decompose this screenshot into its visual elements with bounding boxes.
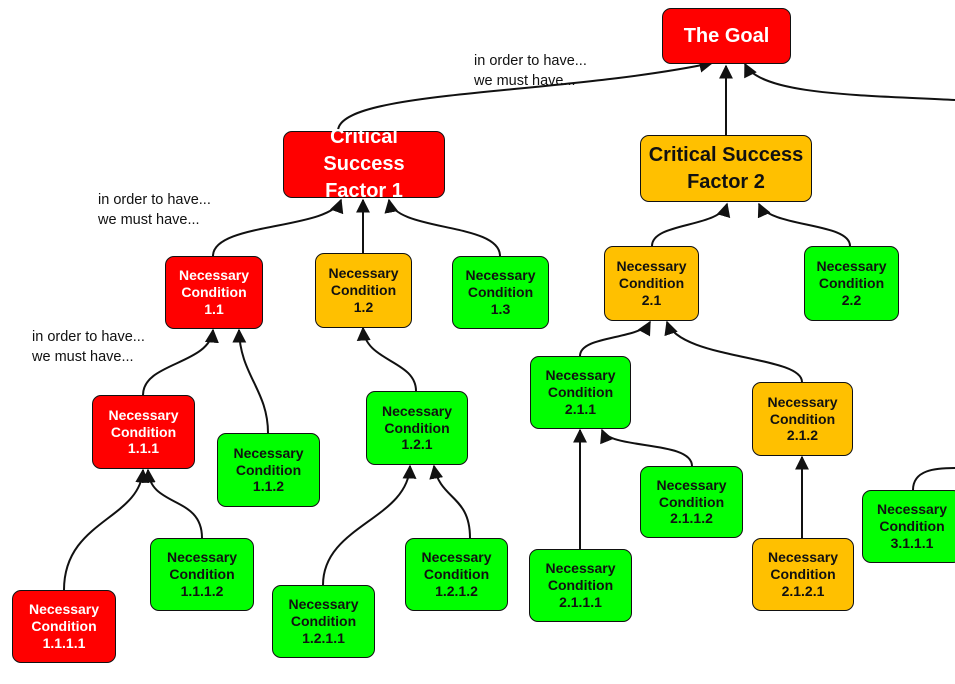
note-line: in order to have... bbox=[32, 329, 145, 345]
node-csf-1[interactable]: Critical Success Factor 1 bbox=[283, 126, 445, 202]
arrow-nc1-1-2-to-nc1-1 bbox=[232, 328, 269, 434]
node-nc-2-1-2-1[interactable]: Necessary Condition 2.1.2.1 bbox=[752, 538, 854, 611]
node-nc-1-1-1[interactable]: Necessary Condition 1.1.1 bbox=[92, 395, 195, 469]
arrow-csf1-to-goal bbox=[337, 58, 714, 132]
annotation-note: in order to have... we must have... bbox=[32, 327, 145, 367]
arrow-nc2-2-to-csf2 bbox=[757, 202, 851, 247]
arrow-nc1-2-1-1-to-nc1-2-1 bbox=[322, 464, 417, 586]
annotation-note: in order to have... we must have... bbox=[98, 190, 211, 230]
node-nc-1-2[interactable]: Necessary Condition 1.2 bbox=[315, 253, 412, 328]
node-nc-2-1-1-1[interactable]: Necessary Condition 2.1.1.1 bbox=[529, 549, 632, 622]
arrow-nc2-1-to-csf2 bbox=[651, 202, 731, 247]
line-nc3-1-1-1-offscreen bbox=[912, 467, 955, 491]
node-nc-1-2-1-1[interactable]: Necessary Condition 1.2.1.1 bbox=[272, 585, 375, 658]
node-nc-1-2-1[interactable]: Necessary Condition 1.2.1 bbox=[366, 391, 468, 465]
node-nc-2-1-2[interactable]: Necessary Condition 2.1.2 bbox=[752, 382, 853, 456]
arrow-nc2-1-1-to-nc2-1 bbox=[579, 320, 651, 357]
node-nc-1-1-1-1[interactable]: Necessary Condition 1.1.1.1 bbox=[12, 590, 116, 663]
arrow-offscreen-to-goal bbox=[744, 62, 955, 101]
node-nc-2-2[interactable]: Necessary Condition 2.2 bbox=[804, 246, 899, 321]
arrow-nc1-1-1-2-to-nc1-1-1 bbox=[141, 468, 203, 539]
arrow-nc2-1-1-2-to-nc2-1-1 bbox=[600, 428, 693, 467]
note-line: in order to have... bbox=[98, 192, 211, 208]
node-nc-3-1-1-1[interactable]: Necessary Condition 3.1.1.1 bbox=[862, 490, 955, 563]
node-the-goal[interactable]: The Goal bbox=[662, 8, 791, 64]
node-nc-2-1-1-2[interactable]: Necessary Condition 2.1.1.2 bbox=[640, 466, 743, 538]
node-nc-1-1-2[interactable]: Necessary Condition 1.1.2 bbox=[217, 433, 320, 507]
note-line: in order to have... bbox=[474, 53, 587, 69]
node-nc-1-3[interactable]: Necessary Condition 1.3 bbox=[452, 256, 549, 329]
note-line: we must have... bbox=[98, 212, 200, 228]
note-line: we must have... bbox=[32, 349, 134, 365]
arrow-nc1-1-to-csf1 bbox=[212, 198, 344, 257]
node-nc-1-1-1-2[interactable]: Necessary Condition 1.1.1.2 bbox=[150, 538, 254, 611]
arrow-nc1-2-1-to-nc1-2 bbox=[356, 326, 417, 392]
arrow-nc1-3-to-csf1 bbox=[384, 198, 501, 257]
arrow-nc2-1-2-to-nc2-1 bbox=[664, 320, 803, 383]
arrow-nc1-1-1-1-to-nc1-1-1 bbox=[63, 468, 150, 591]
node-nc-1-2-1-2[interactable]: Necessary Condition 1.2.1.2 bbox=[405, 538, 508, 611]
arrow-nc1-1-1-to-nc1-1 bbox=[142, 328, 219, 396]
node-nc-1-1[interactable]: Necessary Condition 1.1 bbox=[165, 256, 263, 329]
arrow-nc1-2-1-2-to-nc1-2-1 bbox=[429, 464, 471, 539]
node-csf-2[interactable]: Critical Success Factor 2 bbox=[640, 135, 812, 202]
node-nc-2-1[interactable]: Necessary Condition 2.1 bbox=[604, 246, 699, 321]
node-nc-2-1-1[interactable]: Necessary Condition 2.1.1 bbox=[530, 356, 631, 429]
annotation-note: in order to have... we must have... bbox=[474, 51, 587, 91]
note-line: we must have... bbox=[474, 73, 576, 89]
